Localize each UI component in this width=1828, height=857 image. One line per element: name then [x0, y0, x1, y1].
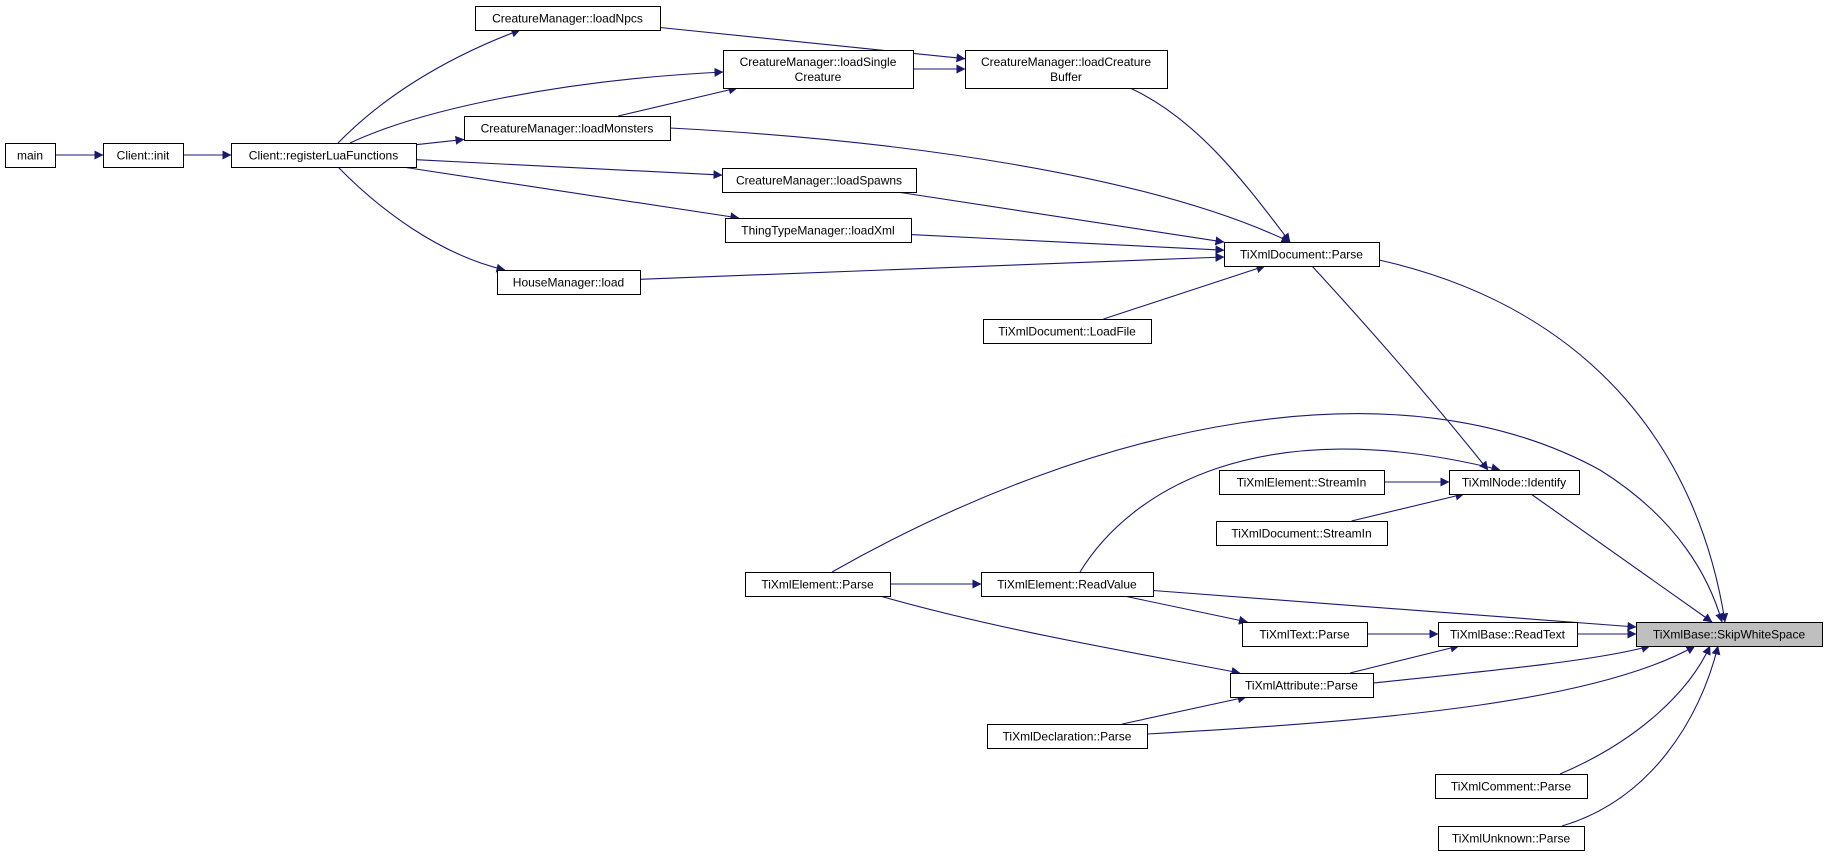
edge-decl_parse-to-skipws	[1146, 645, 1696, 735]
edge-load_buffer-to-doc_parse	[1129, 87, 1291, 243]
edge-doc_parse-to-skipws	[1378, 259, 1729, 623]
edge-doc_streamin-to-node_identify	[1351, 491, 1465, 522]
node-label: TiXmlDocument::LoadFile	[998, 325, 1136, 339]
node-decl-parse[interactable]: TiXmlDeclaration::Parse	[987, 724, 1148, 749]
node-load-npcs[interactable]: CreatureManager::loadNpcs	[475, 6, 661, 31]
node-label: TiXmlElement::Parse	[761, 578, 874, 592]
edge-load_monsters-to-doc_parse	[669, 127, 1291, 243]
edge-load_npcs-to-load_buffer	[659, 26, 966, 63]
edge-register_lua-to-load_spawns	[415, 159, 723, 180]
edge-load_spawns-to-doc_parse	[897, 191, 1225, 246]
node-text-parse[interactable]: TiXmlText::Parse	[1242, 622, 1368, 647]
edge-comment_parse-to-skipws	[1559, 645, 1711, 775]
node-register-lua[interactable]: Client::registerLuaFunctions	[231, 143, 417, 168]
node-doc-streamin[interactable]: TiXmlDocument::StreamIn	[1216, 521, 1388, 546]
edge-register_lua-to-load_monsters	[415, 135, 465, 146]
node-client-init[interactable]: Client::init	[103, 143, 184, 168]
edge-house_load-to-doc_parse	[639, 252, 1225, 280]
edge-elem_readvalue-to-text_parse	[1123, 595, 1248, 625]
edge-attr_parse-to-base_readtext	[1349, 643, 1460, 674]
node-label: TiXmlBase::SkipWhiteSpace	[1653, 628, 1806, 642]
node-label: TiXmlElement::StreamIn	[1237, 476, 1367, 490]
node-comment-parse[interactable]: TiXmlComment::Parse	[1435, 774, 1588, 799]
edge-register_lua-to-load_npcs	[337, 28, 521, 144]
node-label: HouseManager::load	[513, 276, 624, 290]
node-node-identify[interactable]: TiXmlNode::Identify	[1449, 470, 1580, 495]
node-label: TiXmlAttribute::Parse	[1245, 679, 1358, 693]
edge-elem_parse-to-skipws	[831, 413, 1724, 623]
node-load-monsters[interactable]: CreatureManager::loadMonsters	[464, 116, 671, 141]
node-label: TiXmlText::Parse	[1259, 628, 1350, 642]
node-label: TiXmlUnknown::Parse	[1452, 832, 1571, 846]
node-label: CreatureManager::loadMonsters	[481, 122, 654, 136]
edge-decl_parse-to-attr_parse	[1122, 694, 1247, 725]
node-layer: main Client::init Client::registerLuaFunct…	[5, 6, 1823, 851]
node-attr-parse[interactable]: TiXmlAttribute::Parse	[1230, 673, 1374, 698]
edge-register_lua-to-house_load	[337, 166, 506, 273]
edge-layer	[55, 26, 1729, 827]
node-label: Client::init	[117, 149, 170, 163]
edge-unknown_parse-to-skipws	[1561, 645, 1721, 827]
edge-doc_loadfile-to-doc_parse	[1103, 264, 1266, 320]
node-main[interactable]: main	[5, 143, 56, 168]
node-label: TiXmlDocument::Parse	[1240, 248, 1363, 262]
node-label: TiXmlDeclaration::Parse	[1003, 730, 1132, 744]
node-doc-loadfile[interactable]: TiXmlDocument::LoadFile	[983, 319, 1152, 344]
edge-thing_loadxml-to-doc_parse	[910, 234, 1225, 255]
node-load-spawns[interactable]: CreatureManager::loadSpawns	[722, 168, 917, 193]
edge-doc_parse-to-node_identify	[1311, 265, 1489, 471]
node-label: TiXmlNode::Identify	[1462, 476, 1566, 490]
node-label: TiXmlDocument::StreamIn	[1231, 527, 1371, 541]
edge-register_lua-to-thing_loadxml	[402, 166, 740, 222]
node-elem-readvalue[interactable]: TiXmlElement::ReadValue	[981, 572, 1154, 597]
edge-node_identify-to-skipws	[1530, 493, 1713, 623]
node-label: TiXmlComment::Parse	[1451, 780, 1572, 794]
node-label: TiXmlElement::ReadValue	[997, 578, 1137, 592]
node-doc-parse[interactable]: TiXmlDocument::Parse	[1224, 242, 1380, 267]
node-thing-loadxml[interactable]: ThingTypeManager::loadXml	[725, 218, 912, 243]
edge-attr_parse-to-skipws	[1372, 643, 1651, 684]
node-label: TiXmlBase::ReadText	[1450, 628, 1566, 642]
node-label: ThingTypeManager::loadXml	[741, 224, 894, 238]
node-label: CreatureManager::loadNpcs	[492, 12, 643, 26]
node-label: Client::registerLuaFunctions	[249, 149, 398, 163]
edge-register_lua-to-load_single	[349, 67, 724, 144]
node-unknown-parse[interactable]: TiXmlUnknown::Parse	[1438, 826, 1585, 851]
node-elem-streamin[interactable]: TiXmlElement::StreamIn	[1219, 470, 1385, 495]
edge-load_monsters-to-load_single	[617, 85, 738, 117]
edge-elem_readvalue-to-skipws	[1152, 589, 1637, 631]
edge-elem_parse-to-attr_parse	[879, 595, 1241, 676]
node-house-load[interactable]: HouseManager::load	[497, 270, 641, 295]
edge-elem_readvalue-to-node_identify	[1079, 448, 1501, 573]
node-skipws[interactable]: TiXmlBase::SkipWhiteSpace	[1636, 622, 1823, 647]
node-label: main	[17, 149, 43, 163]
node-label: CreatureManager::loadSpawns	[736, 174, 902, 188]
node-elem-parse[interactable]: TiXmlElement::Parse	[745, 572, 891, 597]
node-base-readtext[interactable]: TiXmlBase::ReadText	[1438, 622, 1578, 647]
